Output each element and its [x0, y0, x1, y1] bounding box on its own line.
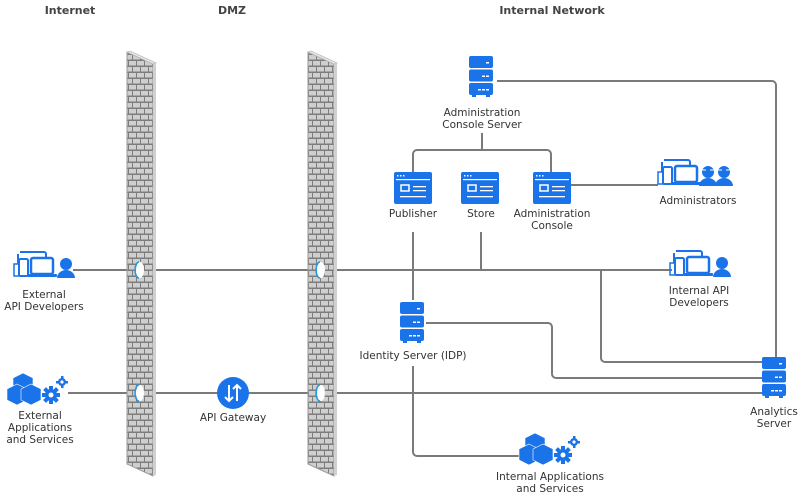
- firewall-port-icon: [315, 261, 326, 279]
- zone-internal-heading: Internal Network: [499, 4, 605, 17]
- store-label: Store: [467, 208, 495, 220]
- external-apps-label: External Applications and Services: [6, 410, 74, 446]
- wire-admin-server-branch: [412, 149, 552, 172]
- admin-console-label: Administration Console: [513, 208, 591, 232]
- web-app-icon[interactable]: [532, 171, 572, 205]
- devices-user-icon[interactable]: [12, 250, 75, 279]
- firewall-port-icon: [315, 384, 326, 402]
- zone-internet-heading: Internet: [44, 4, 96, 17]
- wire-idp-to-analytics: [426, 322, 762, 379]
- firewall-port-icon: [134, 261, 145, 279]
- server-icon[interactable]: [469, 56, 493, 97]
- publisher-label: Publisher: [388, 208, 438, 220]
- gateway-arrows-icon[interactable]: [217, 377, 249, 409]
- server-icon[interactable]: [400, 302, 424, 343]
- internal-apps-label: Internal Applications and Services: [496, 471, 604, 495]
- wire-admin-server-to-analytics: [497, 80, 777, 358]
- admin-console-server-label: Administration Console Server: [442, 107, 522, 131]
- api-gateway-label: API Gateway: [199, 412, 267, 424]
- identity-server-label: Identity Server (IDP): [359, 350, 467, 362]
- firewall-internet-dmz: [125, 50, 158, 477]
- web-app-icon[interactable]: [460, 171, 500, 205]
- external-api-developers-label: External API Developers: [4, 289, 84, 313]
- internal-api-developers-label: Internal API Developers: [668, 285, 730, 309]
- cubes-gears-icon[interactable]: [6, 372, 69, 406]
- wire-idp-to-internal-apps: [412, 366, 520, 457]
- server-icon[interactable]: [762, 357, 786, 398]
- firewall-dmz-internal: [306, 50, 339, 477]
- cubes-gears-icon[interactable]: [518, 432, 581, 466]
- firewall-port-icon: [134, 384, 145, 402]
- zone-dmz-heading: DMZ: [217, 4, 247, 17]
- web-app-icon[interactable]: [393, 171, 433, 205]
- administrators-label: Administrators: [659, 195, 737, 207]
- wire-internal-to-analytics: [600, 270, 762, 363]
- connectors: [68, 80, 777, 457]
- devices-admins-icon[interactable]: [656, 158, 733, 187]
- devices-user-icon[interactable]: [668, 249, 731, 278]
- analytics-server-label: Analytics Server: [750, 406, 798, 430]
